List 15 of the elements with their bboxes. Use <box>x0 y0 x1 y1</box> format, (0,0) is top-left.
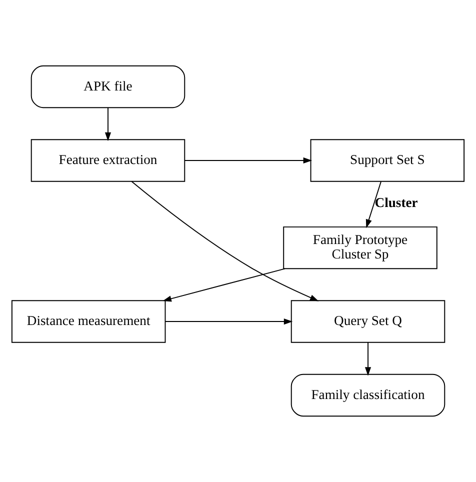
arrow <box>364 342 372 376</box>
node-box: Support Set S <box>310 139 465 182</box>
node-box: Family classification <box>290 374 446 417</box>
arrow <box>184 157 312 164</box>
arrow <box>164 318 293 325</box>
node-box: Feature extraction <box>30 139 186 182</box>
arrow <box>131 181 319 302</box>
edge-label: Cluster <box>374 194 418 210</box>
node-box: Family Prototype Cluster Sp <box>283 226 438 270</box>
arrow <box>366 181 382 228</box>
arrow <box>162 268 286 302</box>
node-box: Query Set Q <box>290 300 446 343</box>
node-box: APK file <box>30 65 186 108</box>
arrow <box>104 107 112 142</box>
node-box: Distance measurement <box>11 300 166 343</box>
